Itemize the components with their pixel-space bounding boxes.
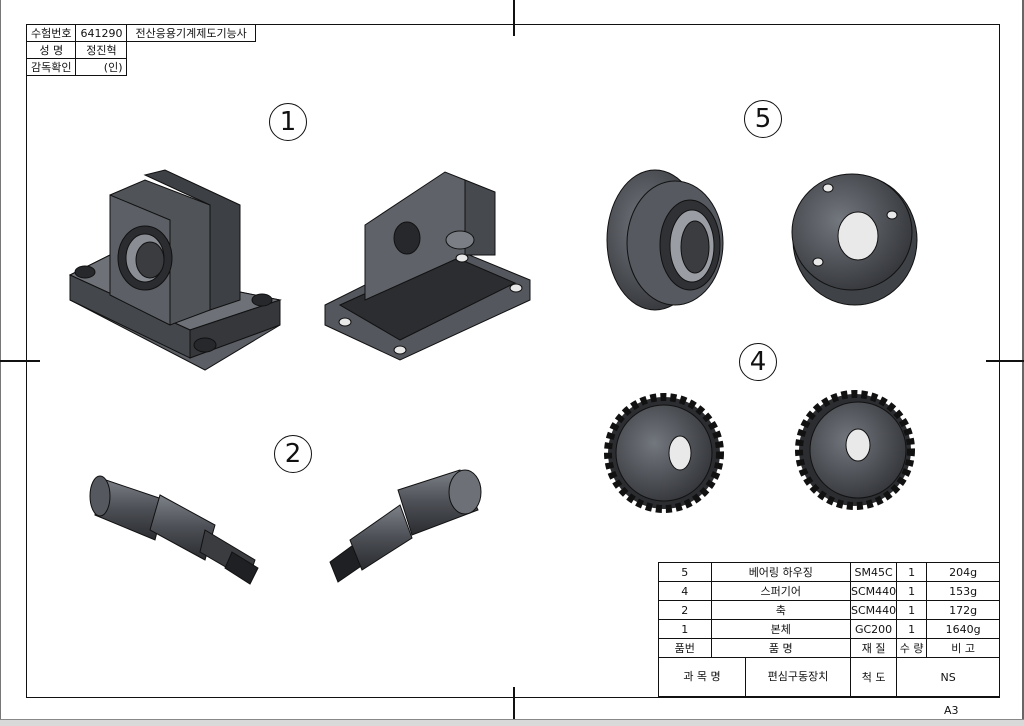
part-name: 스퍼기어 bbox=[710, 581, 852, 601]
course-value: 편심구동장치 bbox=[745, 658, 850, 696]
spur-gear-view-b bbox=[795, 390, 915, 510]
part-note: 153g bbox=[926, 581, 1000, 601]
page-edge-right bbox=[1022, 0, 1024, 725]
bearing-housing-view-b bbox=[791, 173, 918, 306]
course-label: 과 목 명 bbox=[683, 670, 721, 683]
header-qty: 수 량 bbox=[896, 638, 928, 658]
center-mark-top bbox=[513, 0, 515, 36]
exam-no-value: 641290 bbox=[75, 24, 128, 42]
title-block: 수험번호 641290 전산응용기계제도기능사 성 명 정진혁 감독확인 (인) bbox=[25, 24, 256, 76]
part-balloon-2: 2 bbox=[274, 435, 312, 473]
part-balloon-1: 1 bbox=[269, 103, 307, 141]
part-note: 172g bbox=[926, 600, 1000, 620]
parts-row: 4 스퍼기어 SCM440 1 153g bbox=[658, 581, 1000, 601]
header-part-name: 품 명 bbox=[710, 638, 852, 658]
part-qty: 1 bbox=[896, 600, 928, 620]
header-note: 비 고 bbox=[926, 638, 1000, 658]
part-qty: 1 bbox=[896, 619, 928, 639]
center-mark-right bbox=[986, 360, 1024, 362]
part-note: 1640g bbox=[926, 619, 1000, 639]
supervisor-label: 감독확인 bbox=[25, 58, 77, 76]
parts-header-row: 품번 품 명 재 질 수 량 비 고 bbox=[658, 638, 1000, 658]
part-note: 204g bbox=[926, 562, 1000, 582]
course-cell: 과 목 명 편심구동장치 bbox=[658, 657, 851, 697]
part-no: 4 bbox=[658, 581, 712, 601]
shaft-view-b bbox=[329, 469, 482, 583]
part-material: SCM440 bbox=[849, 581, 898, 601]
part-qty: 1 bbox=[896, 562, 928, 582]
subject-name: 전산응용기계제도기능사 bbox=[126, 24, 256, 42]
course-row: 과 목 명 편심구동장치 척 도 NS bbox=[658, 657, 1000, 697]
part-balloon-5: 5 bbox=[744, 100, 782, 138]
spur-gear-view-a bbox=[604, 393, 724, 513]
supervisor-value: (인) bbox=[75, 58, 128, 76]
header-material: 재 질 bbox=[849, 638, 898, 658]
sheet-size-label: A3 bbox=[944, 704, 959, 717]
header-part-no: 품번 bbox=[658, 638, 712, 658]
part-name: 베어링 하우징 bbox=[710, 562, 852, 582]
page-bottom-edge bbox=[0, 719, 1024, 726]
parts-row: 1 본체 GC200 1 1640g bbox=[658, 619, 1000, 639]
part-material: SCM440 bbox=[849, 600, 898, 620]
scale-value: NS bbox=[896, 657, 1000, 697]
center-mark-left bbox=[0, 360, 40, 362]
part-name: 축 bbox=[710, 600, 852, 620]
scale-label: 척 도 bbox=[849, 657, 898, 697]
body-view-front bbox=[68, 169, 282, 371]
drawing-frame bbox=[26, 24, 1000, 698]
part-material: SM45C bbox=[849, 562, 898, 582]
shaft-view-a bbox=[89, 475, 259, 585]
body-view-back bbox=[324, 171, 531, 361]
bearing-housing-view-a bbox=[606, 169, 724, 311]
parts-list-table: 5 베어링 하우징 SM45C 1 204g 4 스퍼기어 SCM440 1 1… bbox=[658, 562, 1000, 697]
part-no: 5 bbox=[658, 562, 712, 582]
parts-row: 2 축 SCM440 1 172g bbox=[658, 600, 1000, 620]
part-qty: 1 bbox=[896, 581, 928, 601]
part-no: 2 bbox=[658, 600, 712, 620]
page-edge-left bbox=[0, 0, 1, 725]
part-balloon-4: 4 bbox=[739, 343, 777, 381]
center-mark-bottom bbox=[513, 687, 515, 721]
part-no: 1 bbox=[658, 619, 712, 639]
part-name: 본체 bbox=[710, 619, 852, 639]
part-material: GC200 bbox=[849, 619, 898, 639]
parts-row: 5 베어링 하우징 SM45C 1 204g bbox=[658, 562, 1000, 582]
